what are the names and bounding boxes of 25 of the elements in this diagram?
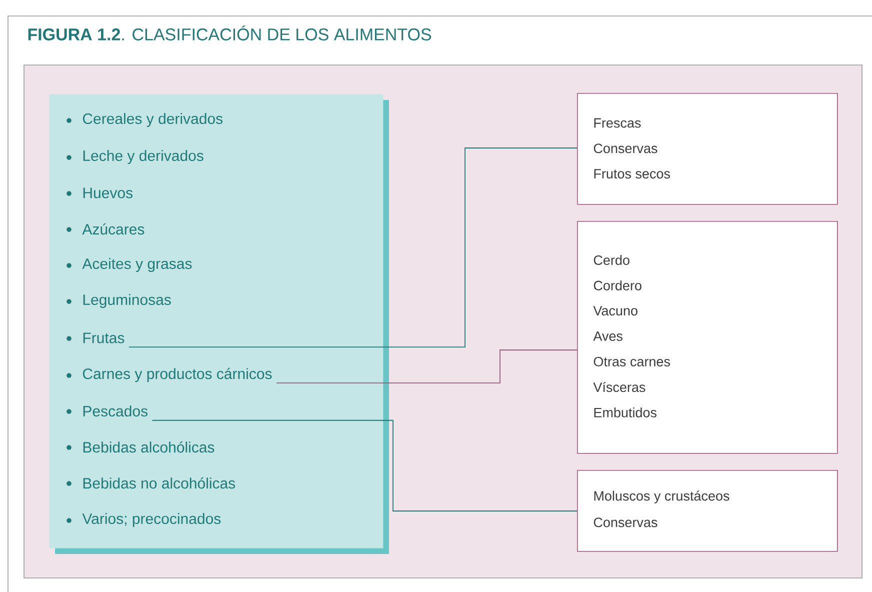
node-label: Frutas [83,332,124,344]
list-item: Carnes y productos cárnicos [66,368,272,382]
node-label: Leguminosas [83,294,171,308]
list-panel [49,94,389,554]
list-item: Leguminosas [66,294,171,308]
text-box: Cerdo Cordero Vacuno Aves Otras carnes Vísceras Embutidos [577,221,838,454]
title: FIGURA 1.2. CLASIFICACIÓN DE LOS ALIMENTOS [28,26,432,40]
node-label: Pescados [83,406,148,417]
connector-line [276,350,578,384]
connector-line [128,148,578,348]
list-item: Bebidas alcohólicas [66,441,214,453]
list-item: Azúcares [66,223,144,235]
list-item: Frutas [66,332,124,344]
node-label: Huevos [83,188,132,198]
list-item: Huevos [66,188,132,198]
node-label: Azúcares [82,223,144,235]
list-item: Cereales y derivados [66,113,223,127]
text-box: Frescas Conservas Frutos secos [577,93,838,205]
list-item: Varios; precocinados [66,513,221,527]
list-item: Pescados [66,406,148,416]
text-box: Moluscos y crustáceos Conservas [577,470,838,552]
connector-line [152,420,578,512]
list-item: Bebidas no alcohólicas [66,477,236,489]
list-item: Leche y derivados [66,150,204,164]
list-item: Aceites y grasas [66,258,192,272]
